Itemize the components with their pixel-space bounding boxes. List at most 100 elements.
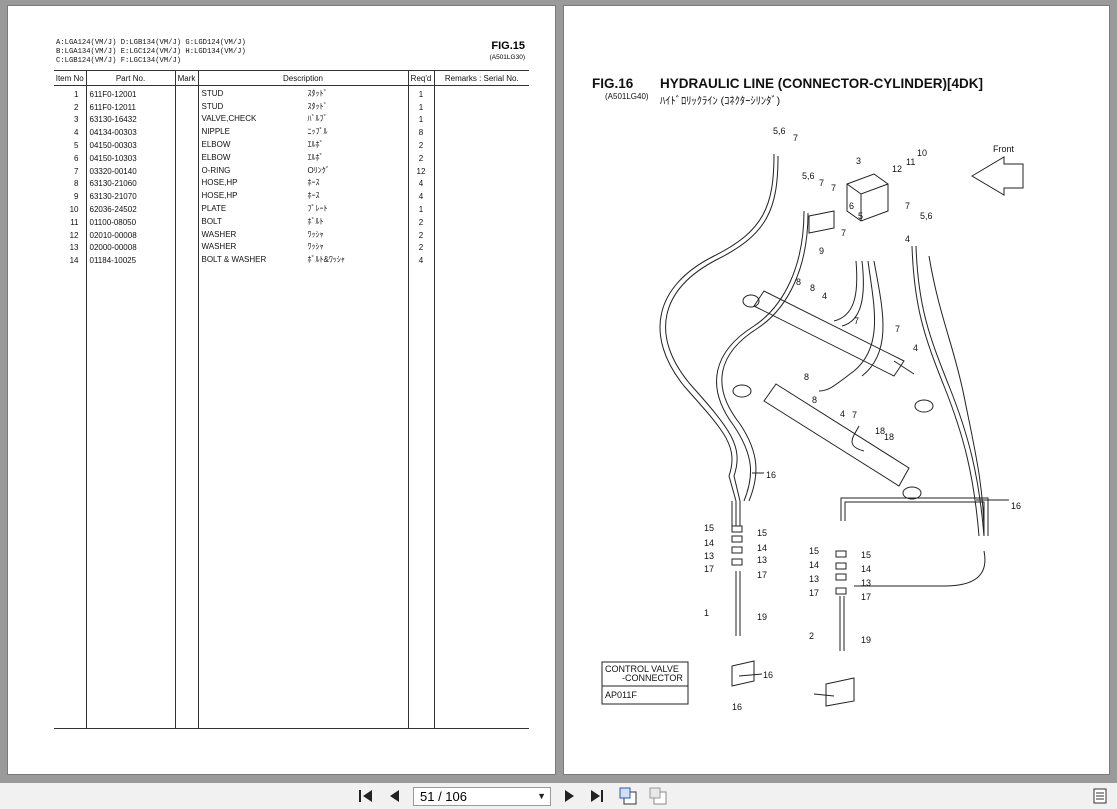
callout-label: 4 xyxy=(822,291,827,301)
description-jp: ﾆｯﾌﾟﾙ xyxy=(307,127,328,137)
chevron-down-icon: ▼ xyxy=(537,791,546,801)
fit-page-icon[interactable] xyxy=(618,786,638,806)
menu-icon[interactable] xyxy=(1090,786,1110,806)
remarks-cell xyxy=(433,175,529,189)
box-code: AP011F xyxy=(605,690,637,700)
item-no: 2 xyxy=(74,102,79,112)
mark-cell xyxy=(174,213,198,227)
callout-label: 4 xyxy=(905,234,910,244)
box-line2: -CONNECTOR xyxy=(622,673,683,683)
qty-cell: 4 xyxy=(407,175,434,189)
mark-cell xyxy=(174,252,198,266)
remarks-cell xyxy=(433,239,529,253)
callout-label: 18 xyxy=(875,426,885,436)
description-jp: ﾜｯｼｬ xyxy=(307,229,324,239)
prev-page-icon[interactable] xyxy=(384,786,404,806)
callout-label: 5,6 xyxy=(802,171,815,181)
part-no: 62036-24502 xyxy=(85,201,175,214)
callout-label: 8 xyxy=(812,395,817,405)
mark-cell xyxy=(174,201,198,214)
callout-label: 2 xyxy=(809,631,814,641)
description-en: WASHER xyxy=(201,229,237,239)
qty-cell: 4 xyxy=(407,252,434,266)
remarks-cell xyxy=(433,111,529,125)
callout-label: 7 xyxy=(854,316,859,326)
col-part: Part No. xyxy=(85,70,175,86)
remarks-cell xyxy=(433,252,529,266)
next-page-icon[interactable] xyxy=(560,786,580,806)
item-no: 6 xyxy=(74,153,79,163)
callout-label: 18 xyxy=(884,432,894,442)
item-no: 4 xyxy=(74,128,79,138)
callout-label: 7 xyxy=(819,178,824,188)
callout-label: 17 xyxy=(704,564,714,574)
qty-cell: 1 xyxy=(407,85,434,99)
callout-label: 14 xyxy=(704,538,714,548)
callout-label: 5,6 xyxy=(920,211,933,221)
control-valve-box xyxy=(601,661,689,705)
fig16-title: FIG.16 xyxy=(592,76,634,91)
remarks-cell xyxy=(433,85,529,99)
fit-width-icon[interactable] xyxy=(648,786,668,806)
callout-label: 1 xyxy=(704,608,709,618)
fig15-code: (A501LG30) xyxy=(489,54,525,61)
description-en: NIPPLE xyxy=(201,127,230,137)
description-jp: ｽﾀｯﾄﾞ xyxy=(307,88,328,98)
callout-label: 4 xyxy=(840,409,845,419)
item-no: 7 xyxy=(74,166,79,176)
description-en: ELBOW xyxy=(201,152,231,162)
qty-cell: 2 xyxy=(407,226,434,240)
callout-label: 15 xyxy=(861,550,871,560)
mark-cell xyxy=(174,162,198,176)
part-no: 02000-00008 xyxy=(85,239,175,253)
callout-label: 8 xyxy=(796,277,801,287)
part-no: 63130-16432 xyxy=(85,111,175,125)
callout-label: 5,6 xyxy=(773,126,786,136)
page-left: A:LGA124(VM/J) D:LGB134(VM/J) G:LGD124(V… xyxy=(8,6,555,774)
page-number-select[interactable]: 51 / 106 ▼ xyxy=(413,787,551,806)
remarks-cell xyxy=(433,149,529,163)
item-no: 3 xyxy=(74,115,79,125)
remarks-cell xyxy=(433,226,529,240)
callout-label: 11 xyxy=(906,157,915,167)
callout-label: 3 xyxy=(856,156,861,166)
description-jp: ｴﾙﾎﾞ xyxy=(307,152,324,162)
mark-cell xyxy=(174,124,198,138)
callout-label: 10 xyxy=(917,148,927,158)
callout-label: 7 xyxy=(841,228,846,238)
callout-label: 7 xyxy=(905,201,910,211)
part-no: 04150-10303 xyxy=(85,149,175,163)
description-jp: Oﾘﾝｸﾞ xyxy=(307,165,330,175)
callout-label: 17 xyxy=(861,592,871,602)
mark-cell xyxy=(174,111,198,125)
model-line-3: C:LGB124(VM/J) F:LGC134(VM/J) xyxy=(56,57,182,65)
callout-label: 16 xyxy=(1011,501,1021,511)
col-item: Item No xyxy=(54,70,86,86)
first-page-icon[interactable] xyxy=(356,786,376,806)
remarks-cell xyxy=(433,137,529,150)
description-jp: ﾜｯｼｬ xyxy=(307,242,324,252)
callout-label: 15 xyxy=(809,546,819,556)
table-end-line xyxy=(54,728,529,729)
description-jp: ｴﾙﾎﾞ xyxy=(307,139,324,149)
description-en: BOLT & WASHER xyxy=(201,255,267,265)
description-jp: ﾎﾞﾙﾄ xyxy=(307,216,324,226)
callout-label: 16 xyxy=(766,470,776,480)
part-no: 04134-00303 xyxy=(85,124,175,138)
last-page-icon[interactable] xyxy=(587,786,607,806)
